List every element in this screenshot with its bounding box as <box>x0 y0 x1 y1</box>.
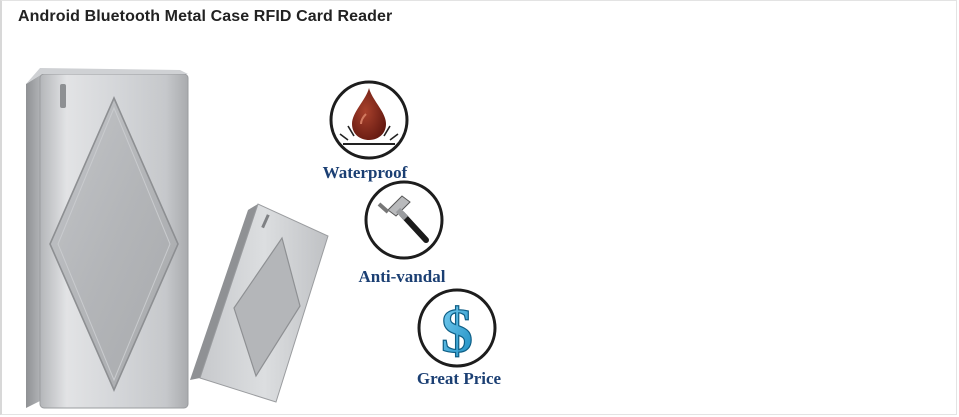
feature-great-price: $ Great Price <box>417 288 502 388</box>
svg-text:$: $ <box>441 295 473 366</box>
hammer-icon <box>377 195 429 243</box>
page-title: Android Bluetooth Metal Case RFID Card R… <box>18 8 393 25</box>
product-image: Waterproof Anti-vandal $ Great Price <box>26 68 502 409</box>
small-card-reader <box>190 203 329 403</box>
feature-anti-vandal: Anti-vandal <box>359 180 446 286</box>
dollar-icon: $ <box>440 294 473 366</box>
large-card-reader <box>26 68 189 409</box>
water-drop-icon <box>339 88 399 145</box>
feature-waterproof: Waterproof <box>323 80 409 182</box>
feature-anti-vandal-label: Anti-vandal <box>359 267 446 286</box>
feature-great-price-label: Great Price <box>417 369 502 388</box>
feature-waterproof-label: Waterproof <box>323 163 408 182</box>
